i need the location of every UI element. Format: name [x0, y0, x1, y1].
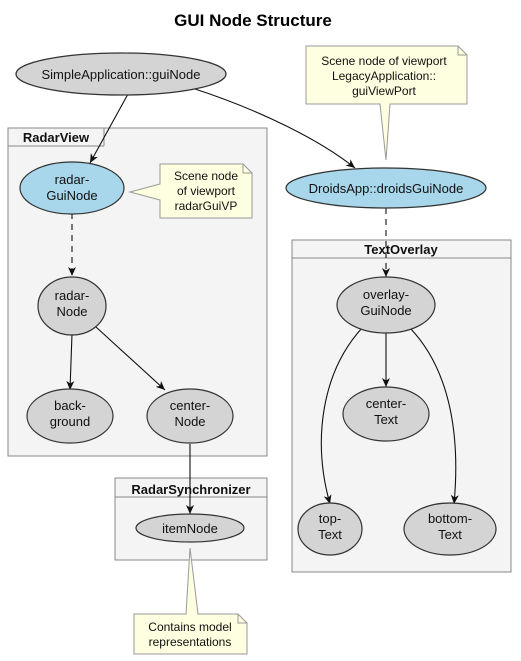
node-background-label-line-1: back-: [54, 398, 86, 413]
node-droidsapp-droidsguinode-shape: [285, 167, 487, 209]
note-legacy-viewport-line-1: Scene node of viewport: [321, 54, 447, 68]
edge-overlaygui-to-toptext: [320, 327, 363, 505]
node-radar-guinode-label-line-2: GuiNode: [46, 188, 97, 203]
node-background-shape: [26, 388, 114, 444]
node-overlay-guinode: overlay- GuiNode: [336, 276, 436, 334]
package-label-radar-synchronizer: RadarSynchronizer: [131, 482, 250, 497]
node-center-text-label-line-2: Text: [374, 412, 398, 427]
note-legacy-viewport: Scene node of viewport LegacyApplication…: [305, 45, 468, 161]
node-droidsapp-droidsguinode: DroidsApp::droidsGuiNode: [285, 167, 487, 209]
node-simpleapplication-guinode-label: SimpleApplication::guiNode: [42, 67, 201, 82]
node-itemnode-shape: [135, 513, 245, 543]
node-radar-node-label-line-1: radar-: [55, 288, 90, 303]
edge-radarnode-to-background: [66, 333, 75, 391]
node-center-text-shape: [342, 386, 430, 442]
node-center-text: center- Text: [342, 386, 430, 442]
note-model-representations: Contains model representations: [133, 547, 248, 655]
edge-overlaygui-to-bottomtext: [409, 327, 459, 505]
node-top-text-label-line-2: Text: [318, 527, 342, 542]
node-background: back- ground: [26, 388, 114, 444]
node-background-label-line-2: ground: [50, 414, 90, 429]
note-radar-viewport-line-2: of viewport: [177, 184, 236, 198]
node-radar-guinode-shape: [19, 161, 125, 215]
node-overlay-guinode-shape: [336, 276, 436, 334]
node-radar-guinode: radar- GuiNode: [19, 161, 125, 215]
note-model-representations-line-2: representations: [149, 635, 232, 649]
node-top-text-label-line-1: top-: [319, 511, 341, 526]
node-overlay-guinode-label-line-1: overlay-: [363, 287, 409, 302]
node-itemnode: itemNode: [135, 513, 245, 543]
node-bottom-text-label-line-2: Text: [438, 527, 462, 542]
node-radar-guinode-label-line-1: radar-: [55, 172, 90, 187]
node-top-text-shape: [297, 502, 363, 556]
node-bottom-text: bottom- Text: [403, 502, 497, 556]
node-center-node-shape: [146, 388, 234, 444]
node-radar-node: radar- Node: [37, 276, 107, 336]
note-model-representations-line-1: Contains model: [148, 620, 231, 634]
node-simpleapplication-guinode-shape: [15, 52, 227, 96]
node-center-node: center- Node: [146, 388, 234, 444]
note-radar-viewport: Scene node of viewport radarGuiVP: [128, 163, 253, 219]
node-simpleapplication-guinode: SimpleApplication::guiNode: [15, 52, 227, 96]
edge-radarnode-to-centernode: [95, 326, 166, 391]
node-radar-node-shape: [37, 276, 107, 336]
node-center-node-label-line-2: Node: [174, 414, 205, 429]
node-droidsapp-droidsguinode-label: DroidsApp::droidsGuiNode: [309, 181, 464, 196]
node-top-text: top- Text: [297, 502, 363, 556]
edge-simpleapp-to-radargui: [89, 93, 129, 164]
edges: [66, 87, 459, 514]
package-label-text-overlay: TextOverlay: [364, 242, 438, 257]
node-overlay-guinode-label-line-2: GuiNode: [360, 303, 411, 318]
note-legacy-viewport-line-3: guiViewPort: [352, 84, 416, 98]
node-itemnode-label: itemNode: [162, 521, 218, 536]
diagram-title: GUI Node Structure: [174, 11, 332, 30]
node-radar-node-label-line-2: Node: [56, 304, 87, 319]
node-bottom-text-label-line-1: bottom-: [428, 511, 472, 526]
edge-simpleapp-to-droidsgui: [191, 87, 356, 169]
note-radar-viewport-line-3: radarGuiVP: [175, 199, 238, 213]
package-label-radar-view: RadarView: [23, 130, 90, 145]
node-center-text-label-line-1: center-: [366, 396, 406, 411]
note-legacy-viewport-line-2: LegacyApplication::: [332, 69, 436, 83]
note-radar-viewport-line-1: Scene node: [174, 169, 238, 183]
node-bottom-text-shape: [403, 502, 497, 556]
node-center-node-label-line-1: center-: [170, 398, 210, 413]
